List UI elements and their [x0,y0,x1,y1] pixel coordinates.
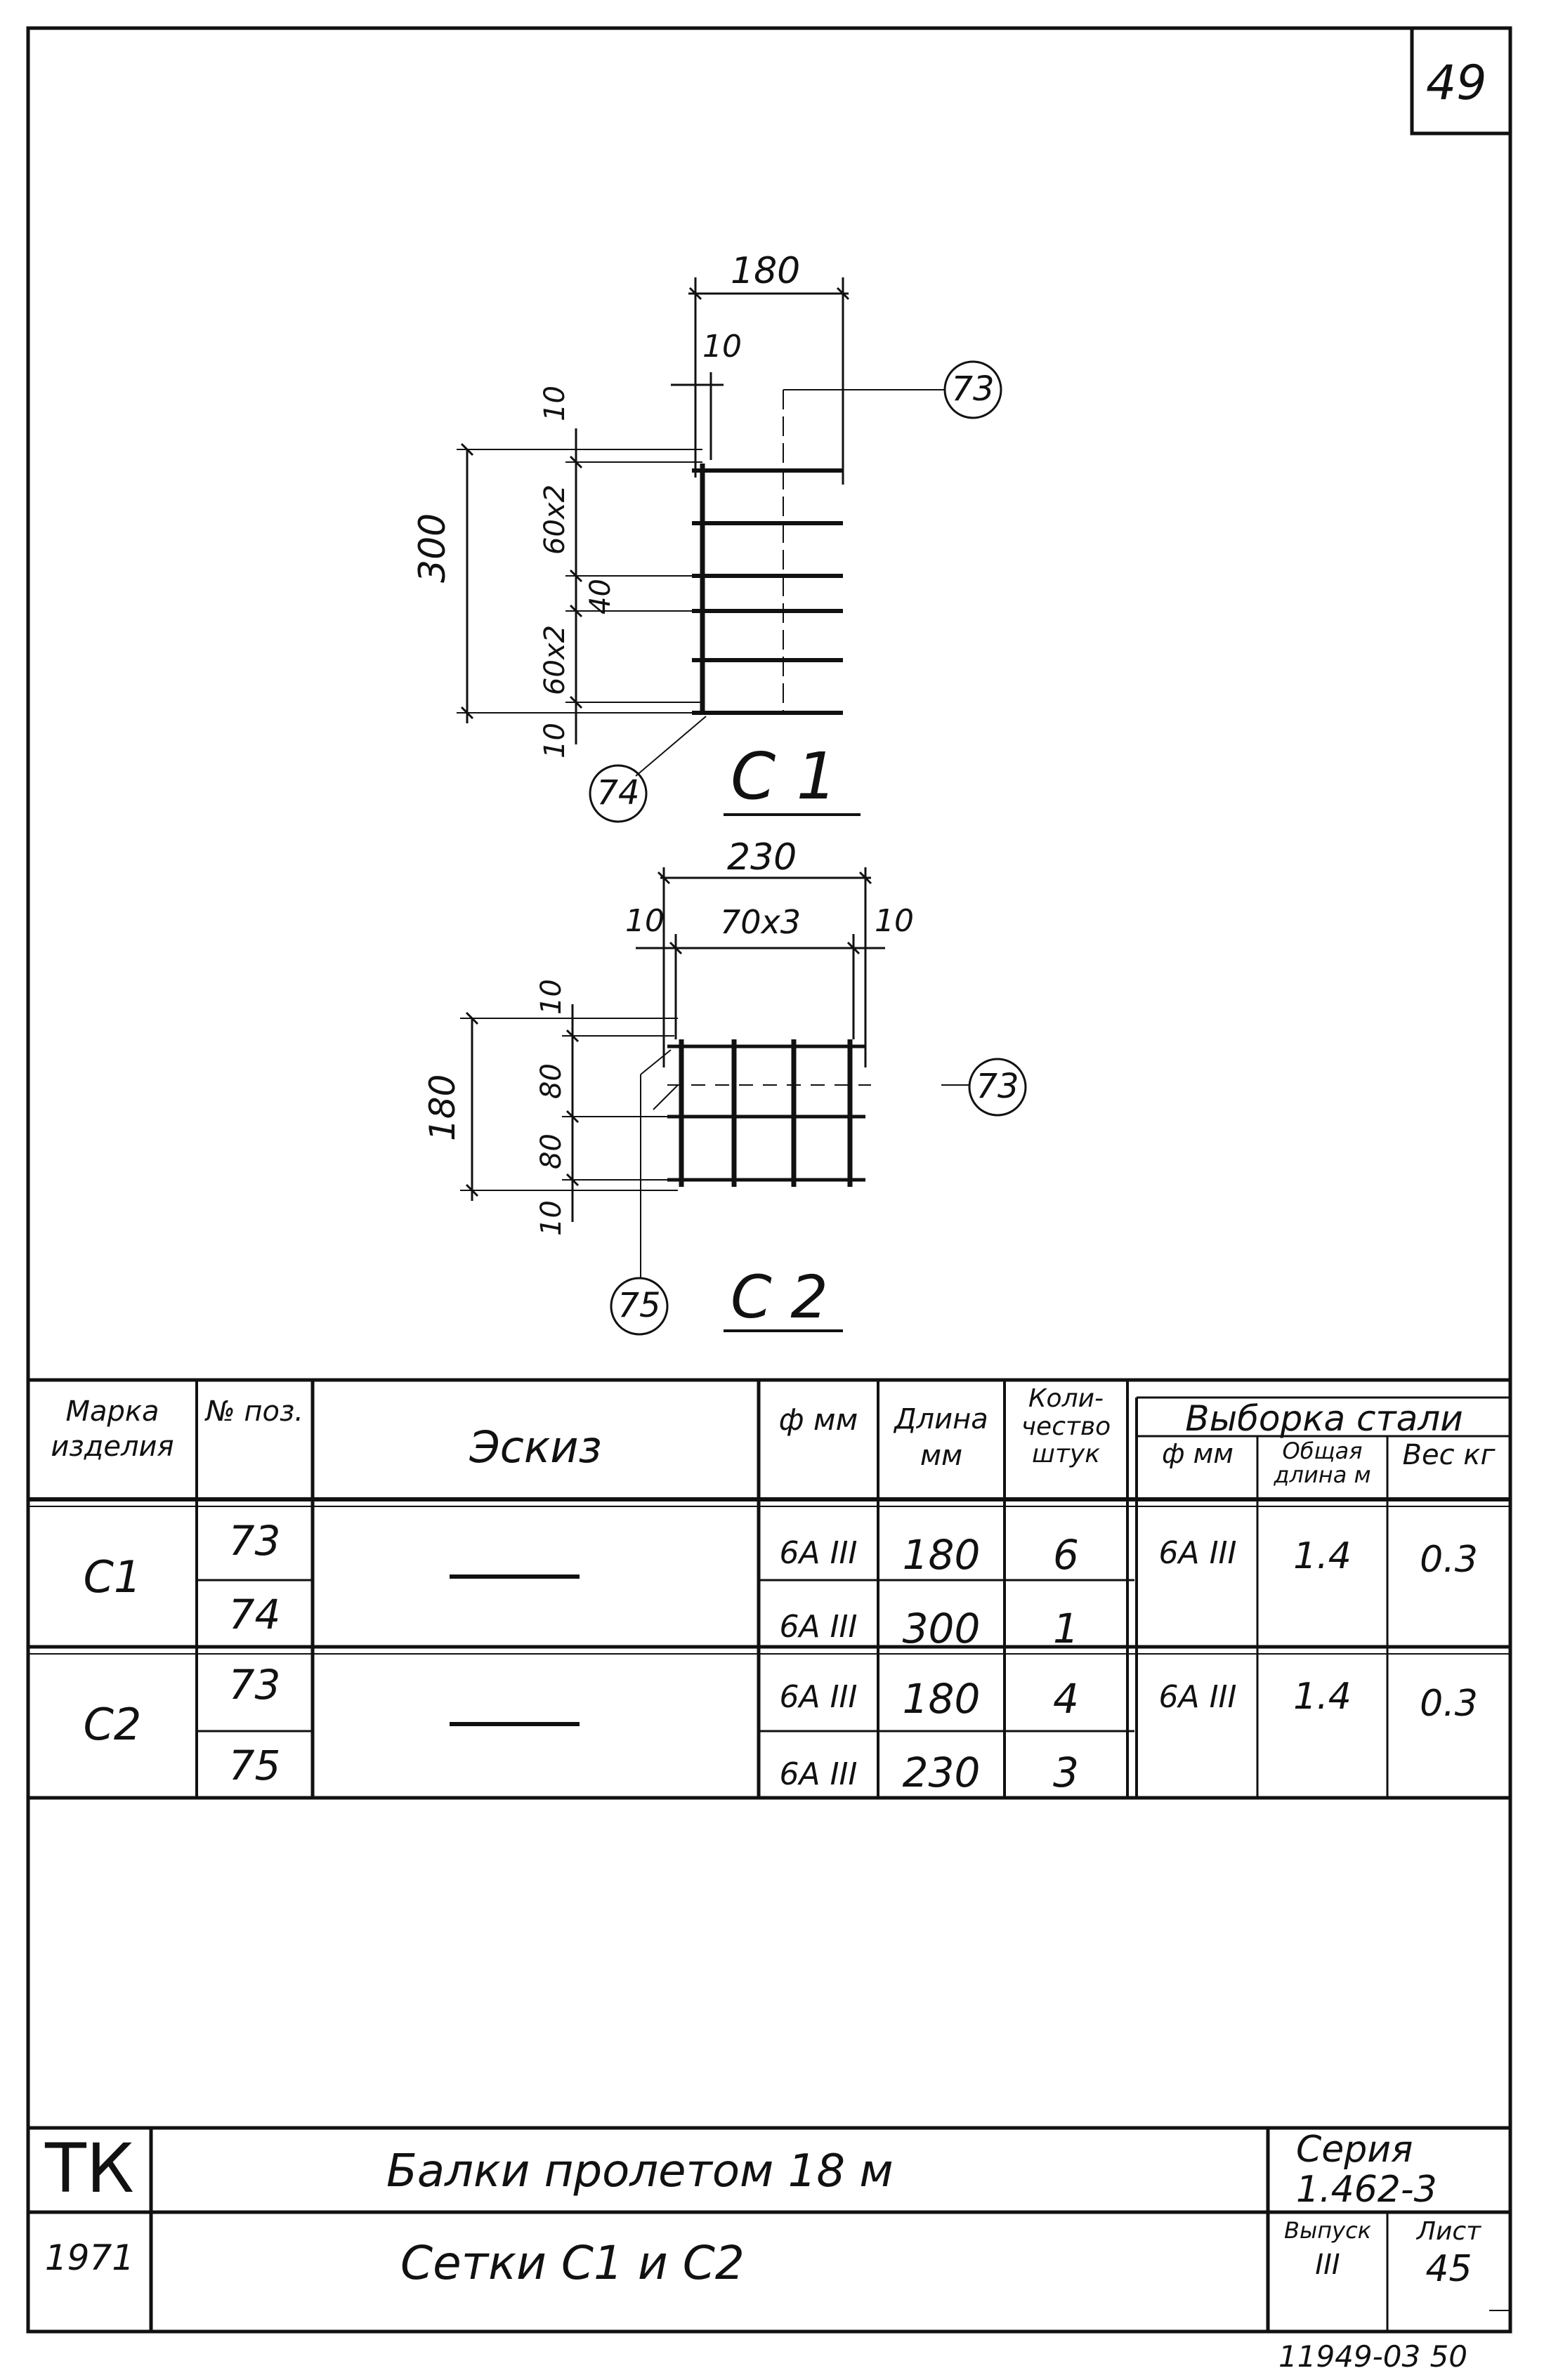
header-qty: Коли- чество штук [1021,1384,1111,1469]
sheet-number-box [1410,26,1512,136]
row-qty: 3 [1053,1749,1079,1796]
row-pos-74: 74 [228,1591,281,1638]
header-sel-dia: ф мм [1162,1438,1234,1469]
c2-dim-lower: 80 [535,1133,568,1169]
row-length: 300 [902,1605,981,1652]
c2-dim-mid: 70х3 [720,903,802,941]
row-dia: 6А III [779,1679,858,1715]
sheet-number: 49 [1426,55,1487,111]
c1-dim-lower: 60х2 [539,624,571,695]
c1-callout-74: 74 [596,773,640,813]
row-sel-dia: 6А III [1158,1535,1237,1571]
c2-title: С 2 [731,1263,828,1332]
spec-table-grid [28,1378,1510,1800]
series-label: Серия [1296,2129,1413,2171]
title-block-year: 1971 [44,2237,135,2278]
c2-dim-width: 230 [727,836,797,879]
header-length: Длина мм [894,1403,988,1472]
header-dia: ф мм [778,1402,858,1437]
header-mark: Марка изделия [51,1395,174,1463]
row-mark-c2: С2 [83,1699,142,1750]
header-pos: № поз. [206,1395,303,1428]
c1-dim-upper: 60х2 [539,484,571,555]
c2-callout-73: 73 [976,1067,1019,1106]
row-dia: 6А III [779,1535,858,1571]
row-length: 180 [902,1675,981,1723]
c2-dim-height: 180 [422,1074,463,1141]
sheet-frame [26,26,1512,2334]
row-pos-75: 75 [228,1742,281,1789]
header-sketch: Эскиз [469,1421,602,1473]
c1-dim-width: 180 [731,250,801,292]
title-line-1: Балки пролетом 18 м [386,2145,894,2197]
row-dia: 6А III [779,1756,858,1792]
c2-callout-75: 75 [617,1286,661,1325]
row-mark-c1: С1 [83,1551,142,1603]
row-qty: 6 [1053,1531,1079,1579]
row-sel-total: 1.4 [1293,1535,1352,1577]
row-pos-73: 73 [228,1517,281,1565]
c2-dim-right-edge: 10 [875,903,914,939]
series-value: 1.462-3 [1296,2169,1437,2211]
c1-dim-bottom: 10 [539,723,571,758]
c2-dim-top: 10 [535,979,568,1015]
row-length: 230 [902,1749,981,1796]
row-qty: 4 [1053,1675,1079,1723]
row-dia: 6А III [779,1609,858,1645]
row-qty: 1 [1053,1605,1079,1652]
c2-dim-upper: 80 [535,1063,568,1099]
footer-code: 11949-03 50 [1278,2339,1468,2374]
issue-label: Выпуск [1284,2217,1371,2244]
row-sel-dia: 6А III [1158,1679,1237,1715]
mesh-c2-drawing [460,867,1027,1336]
title-line-2: Сетки С1 и С2 [400,2236,745,2290]
sheet-value: 45 [1425,2248,1472,2290]
c1-callout-73: 73 [951,369,995,409]
issue-value: III [1315,2249,1340,2281]
c1-dim-top: 10 [539,386,571,421]
row-sel-weight: 0.3 [1420,1683,1478,1725]
header-sel-total-length: Общая длина м [1274,1438,1371,1488]
c1-dim-height: 300 [412,513,454,583]
row-pos-73: 73 [228,1661,281,1709]
c1-title: С 1 [731,739,838,814]
title-block-grid [28,2126,1510,2332]
header-steel-selection: Выборка стали [1185,1398,1463,1439]
c2-dim-bottom: 10 [535,1200,568,1236]
mesh-c1-drawing [457,277,1002,823]
c1-dim-middle: 40 [584,579,617,614]
row-length: 180 [902,1531,981,1579]
sheet-label: Лист [1416,2217,1481,2246]
row-sel-weight: 0.3 [1420,1539,1478,1581]
c2-dim-left-edge: 10 [625,903,665,939]
header-sel-weight: Вес кг [1402,1439,1496,1471]
title-block-org: ТК [45,2129,134,2208]
row-sel-total: 1.4 [1293,1676,1352,1718]
c1-dim-offset: 10 [702,329,742,364]
